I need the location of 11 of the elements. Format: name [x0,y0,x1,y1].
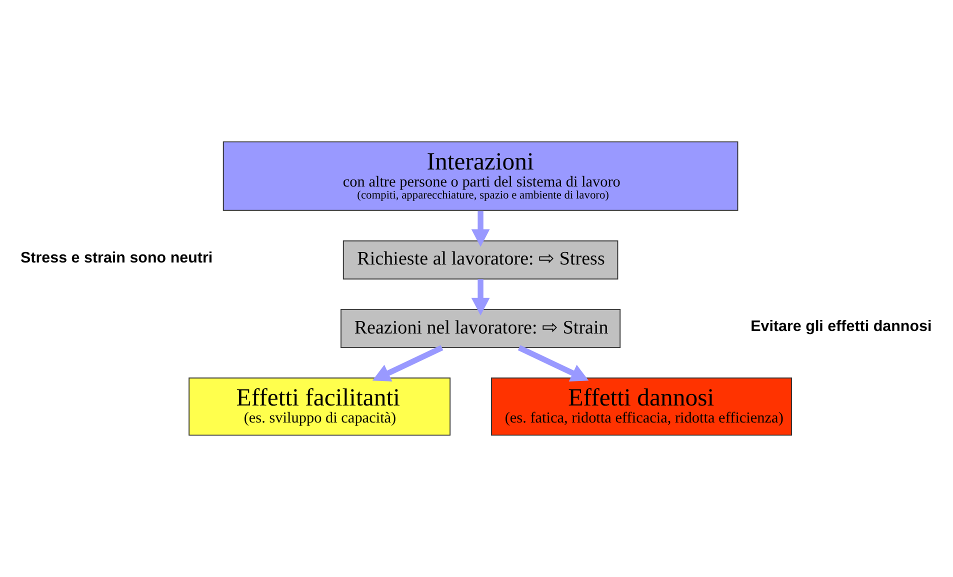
arrow [518,345,589,382]
node-box: Reazioni nel lavoratore: ⇨ Strain [340,308,621,348]
label: Evitare gli effetti dannosi [750,318,932,336]
node-box: Richieste al lavoratore: ⇨ Stress [342,240,618,280]
arrow [471,210,490,247]
node-box: Effetti facilitanti (es. sviluppo di capacità) [188,378,451,436]
arrow [372,345,444,382]
label: Stress e strain sono neutri [20,250,213,267]
node-box: Interazioni con altre persone o parti del sistema di lavoro (compiti, apparecchiature, spazio e ambiente di lavoro) [222,141,738,211]
node-box: Effetti dannosi (es. fatica, ridotta efficacia, ridotta efficienza) [491,378,792,436]
arrow [471,279,490,316]
